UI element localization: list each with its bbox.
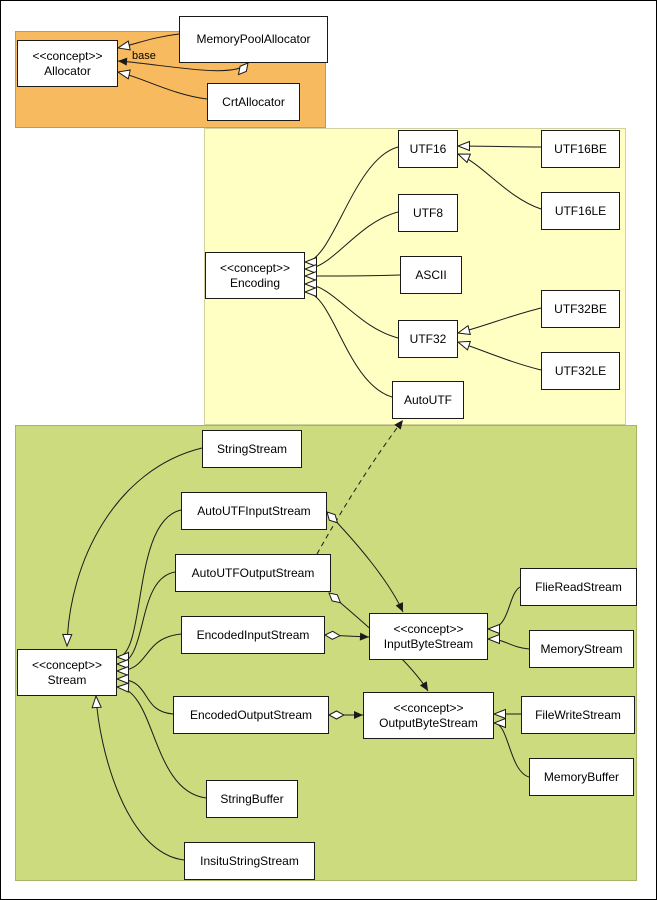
node-label: InputByteStream bbox=[383, 636, 474, 651]
node-label: Encoding bbox=[229, 275, 281, 290]
node-string-stream: StringStream bbox=[202, 430, 302, 468]
node-ascii: ASCII bbox=[400, 256, 462, 294]
node-encoded-output-stream: EncodedOutputStream bbox=[173, 696, 329, 734]
node-encoded-input-stream: EncodedInputStream bbox=[181, 616, 325, 654]
node-memory-pool-allocator: MemoryPoolAllocator bbox=[179, 16, 328, 63]
node-label: <<concept>> bbox=[393, 700, 464, 715]
node-label: <<concept>> bbox=[31, 657, 103, 672]
node-memory-buffer: MemoryBuffer bbox=[529, 758, 634, 796]
node-output-byte-stream-concept: <<concept>>OutputByteStream bbox=[363, 692, 494, 739]
node-utf16: UTF16 bbox=[398, 130, 458, 168]
node-utf32: UTF32 bbox=[398, 320, 458, 358]
node-label: Stream bbox=[47, 672, 87, 687]
node-file-write-stream: FileWriteStream bbox=[521, 696, 635, 734]
node-label: UTF8 bbox=[413, 205, 443, 220]
node-insitu-string-stream: InsituStringStream bbox=[184, 842, 315, 880]
node-encoding-concept: <<concept>>Encoding bbox=[205, 252, 305, 299]
node-label: Allocator bbox=[44, 63, 91, 78]
node-label: UTF32LE bbox=[554, 363, 607, 378]
node-label: InsituStringStream bbox=[200, 853, 299, 868]
node-label: UTF16LE bbox=[554, 203, 607, 218]
node-label: FlieReadStream bbox=[535, 579, 622, 594]
node-label: EncodedInputStream bbox=[196, 627, 310, 642]
node-label: <<concept>> bbox=[32, 48, 103, 63]
node-label: <<concept>> bbox=[393, 621, 464, 636]
node-memory-stream: MemoryStream bbox=[529, 630, 634, 668]
node-input-byte-stream-concept: <<concept>>InputByteStream bbox=[369, 613, 488, 660]
node-label: ASCII bbox=[415, 267, 447, 282]
node-label: UTF16BE bbox=[554, 141, 607, 156]
node-label: AutoUTFOutputStream bbox=[191, 565, 315, 580]
node-label: StringStream bbox=[216, 441, 288, 456]
node-label: EncodedOutputStream bbox=[189, 707, 313, 722]
node-utf32be: UTF32BE bbox=[541, 290, 620, 328]
node-string-buffer: StringBuffer bbox=[206, 780, 298, 818]
node-label: StringBuffer bbox=[220, 791, 284, 806]
node-stream-concept: <<concept>>Stream bbox=[17, 649, 117, 696]
node-label: CrtAllocator bbox=[222, 94, 285, 109]
node-label: AutoUTFInputStream bbox=[197, 503, 311, 518]
node-label: FileWriteStream bbox=[535, 707, 621, 722]
node-utf16be: UTF16BE bbox=[541, 130, 620, 168]
node-label: MemoryPoolAllocator bbox=[196, 32, 311, 46]
node-label: MemoryStream bbox=[540, 641, 623, 656]
node-flie-read-stream: FlieReadStream bbox=[520, 568, 637, 606]
node-autoutf-output-stream: AutoUTFOutputStream bbox=[175, 554, 331, 592]
node-label: MemoryBuffer bbox=[543, 769, 620, 784]
node-label: OutputByteStream bbox=[379, 715, 478, 730]
node-label: UTF32 bbox=[409, 331, 447, 346]
node-utf8: UTF8 bbox=[398, 194, 458, 232]
node-allocator-concept: <<concept>>Allocator bbox=[17, 40, 118, 87]
node-label: UTF16 bbox=[409, 141, 447, 156]
node-label: UTF32BE bbox=[554, 301, 607, 316]
node-crt-allocator: CrtAllocator bbox=[207, 83, 300, 121]
node-autoutf: AutoUTF bbox=[392, 381, 464, 419]
node-label: <<concept>> bbox=[219, 260, 291, 275]
node-label: AutoUTF bbox=[403, 392, 452, 407]
node-utf16le: UTF16LE bbox=[541, 192, 620, 230]
node-utf32le: UTF32LE bbox=[541, 352, 620, 390]
node-autoutf-input-stream: AutoUTFInputStream bbox=[181, 492, 327, 530]
